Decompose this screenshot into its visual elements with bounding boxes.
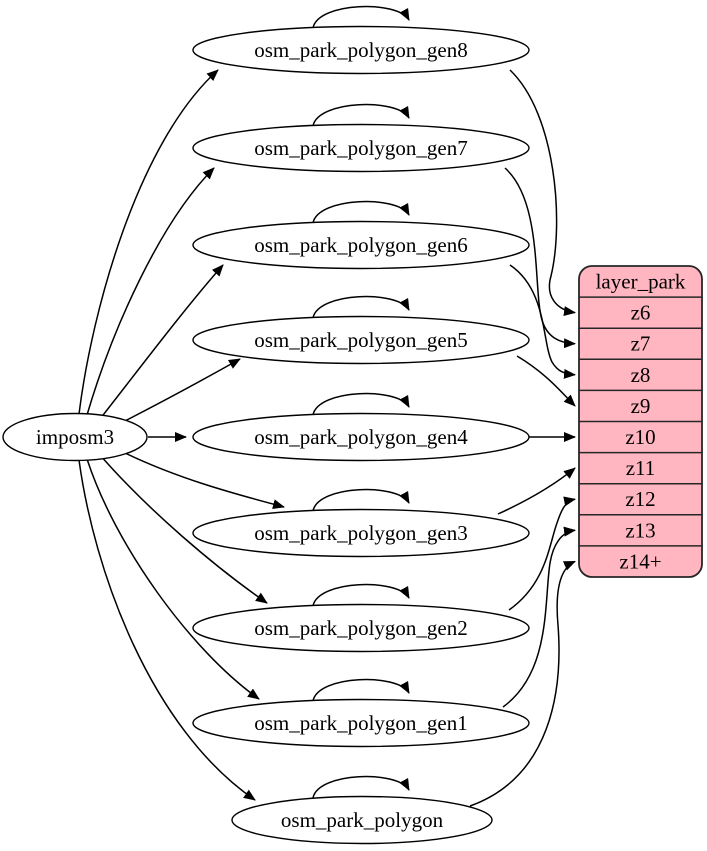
self-loop-osm-park-polygon — [312, 775, 410, 799]
self-loop-gen1 — [312, 678, 410, 702]
node-gen4-label: osm_park_polygon_gen4 — [254, 425, 468, 449]
edge-gen8-to-z6 — [509, 69, 576, 316]
self-loop-gen8 — [312, 5, 410, 29]
node-imposm3-shape — [2, 412, 148, 462]
node-group: imposm3 osm_park_polygon_gen8 osm_park_p… — [2, 25, 530, 845]
edge-gen3-to-z11 — [497, 467, 576, 515]
node-imposm3: imposm3 — [2, 412, 148, 462]
layer-row-z11: z11 — [626, 456, 656, 480]
node-osm-park-polygon-gen2: osm_park_polygon_gen2 — [192, 603, 530, 653]
edge-imposm3-to-gen6 — [99, 264, 224, 420]
edge-osm-park-polygon-to-z14 — [469, 560, 576, 807]
node-osm-park-polygon-label: osm_park_polygon — [281, 808, 444, 832]
edge-gen5-to-z9 — [516, 355, 576, 407]
edge-gen7-to-z7 — [504, 167, 576, 349]
node-gen2-label: osm_park_polygon_gen2 — [254, 616, 467, 640]
layer-row-z6: z6 — [631, 301, 651, 325]
self-loop-gen4 — [312, 392, 410, 416]
node-osm-park-polygon-gen3: osm_park_polygon_gen3 — [192, 508, 530, 558]
node-osm-park-polygon-gen4: osm_park_polygon_gen4 — [192, 412, 530, 462]
node-gen5-label: osm_park_polygon_gen5 — [254, 328, 467, 352]
edge-gen1-to-z13 — [502, 526, 576, 708]
layer-row-z14: z14+ — [619, 549, 661, 573]
layer-row-z8: z8 — [631, 363, 651, 387]
edge-imposm3-to-gen3 — [118, 449, 285, 510]
edge-imposm3-to-gen7 — [86, 167, 215, 416]
node-gen8-label: osm_park_polygon_gen8 — [254, 38, 467, 62]
node-osm-park-polygon-gen6: osm_park_polygon_gen6 — [192, 220, 530, 270]
layer-row-z10: z10 — [625, 425, 655, 449]
node-imposm3-label: imposm3 — [36, 425, 114, 449]
node-osm-park-polygon-gen1: osm_park_polygon_gen1 — [192, 698, 530, 748]
node-gen1-label: osm_park_polygon_gen1 — [254, 711, 467, 735]
node-gen7-shape — [192, 123, 530, 173]
edge-imposm3-to-gen5 — [118, 358, 241, 425]
node-osm-park-polygon: osm_park_polygon — [231, 795, 493, 845]
layer-row-z9: z9 — [631, 394, 651, 418]
node-gen7-label: osm_park_polygon_gen7 — [254, 136, 467, 160]
layer-row-z7: z7 — [631, 332, 651, 356]
edge-imposm3-to-osm-park-polygon — [78, 459, 256, 801]
node-gen8-shape — [192, 25, 530, 75]
node-gen2-shape — [192, 603, 530, 653]
node-osm-park-polygon-gen7: osm_park_polygon_gen7 — [192, 123, 530, 173]
self-loop-gen7 — [312, 103, 410, 127]
layer-park-header: layer_park — [596, 270, 686, 294]
edge-gen2-to-z12 — [508, 496, 576, 611]
node-gen3-shape — [192, 508, 530, 558]
node-osm-park-polygon-shape — [231, 795, 493, 845]
node-gen6-shape — [192, 220, 530, 270]
self-loop-gen6 — [312, 200, 410, 224]
node-osm-park-polygon-gen8: osm_park_polygon_gen8 — [192, 25, 530, 75]
self-loop-gen5 — [312, 295, 410, 319]
node-gen1-shape — [192, 698, 530, 748]
layer-park-table: layer_park z6 z7 z8 z9 z10 z11 z12 z13 z… — [578, 265, 703, 578]
node-gen4-shape — [192, 412, 530, 462]
self-loop-gen2 — [312, 583, 410, 607]
edge-imposm3-to-gen8 — [78, 69, 219, 415]
edge-imposm3-to-gen1 — [86, 458, 260, 700]
node-gen3-label: osm_park_polygon_gen3 — [254, 521, 467, 545]
layer-row-z12: z12 — [625, 487, 655, 511]
self-loop-gen3 — [312, 488, 410, 512]
node-osm-park-polygon-gen5: osm_park_polygon_gen5 — [192, 315, 530, 365]
layer-row-z13: z13 — [625, 518, 655, 542]
edge-gen6-to-z8 — [509, 264, 576, 379]
node-gen6-label: osm_park_polygon_gen6 — [254, 233, 467, 257]
edge-imposm3-to-gen2 — [99, 454, 268, 604]
edge-group — [78, 5, 576, 807]
node-gen5-shape — [192, 315, 530, 365]
